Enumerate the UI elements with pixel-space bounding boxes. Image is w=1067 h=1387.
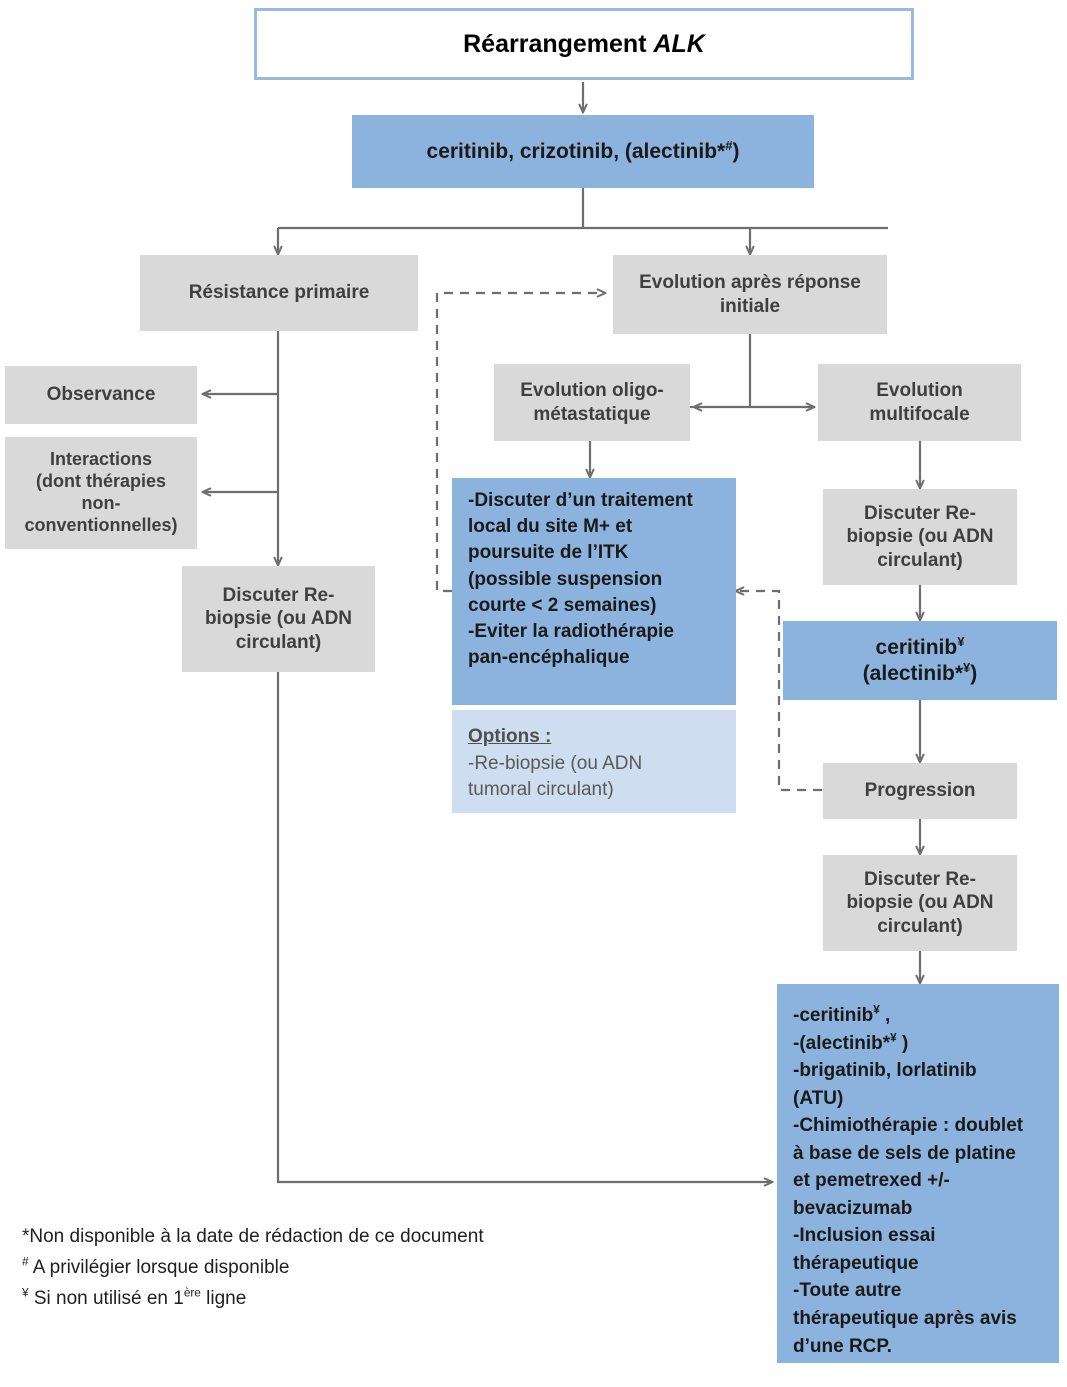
options-title: Options : (468, 726, 552, 747)
footnote-hash: # A privilégier lorsque disponible (22, 1255, 290, 1278)
later-line-option-item: bevacizumab (793, 1197, 913, 1219)
later-line-option-item: thérapeutique après avis (793, 1308, 1017, 1330)
later-line-option-item: à base de sels de platine (793, 1142, 1016, 1164)
later-line-option-item: -Toute autre (793, 1280, 902, 1302)
later-line-options-list: -ceritinib¥ , -(alectinib*¥ ) -brigatinib,… (793, 1002, 1023, 1360)
node-progression: Progression (823, 763, 1017, 819)
node-rebiopsy-after-progression: Discuter Re- biopsie (ou ADN circulant) (823, 855, 1017, 951)
later-line-option-item: -brigatinib, lorlatinib (793, 1060, 977, 1082)
page-title: Réarrangement ALK (463, 29, 705, 58)
second-line-tki-line1: ceritinib¥ (875, 633, 965, 659)
node-title-alk-rearrangement: Réarrangement ALK (254, 8, 914, 80)
later-line-option-item: d’une RCP. (793, 1335, 892, 1357)
node-oligometastatic-options: Options : -Re-biopsie (ou ADN tumoral ci… (452, 710, 736, 813)
later-line-option-item: thérapeutique (793, 1252, 919, 1274)
later-line-option-item: -(alectinib*¥ ) (793, 1031, 909, 1054)
rebiopsy-left-label: Discuter Re- biopsie (ou ADN circulant) (204, 585, 353, 653)
later-line-option-item: -Inclusion essai (793, 1225, 936, 1247)
oligometastatic-management-label: -Discuter d’un traitement local du site … (468, 490, 693, 669)
interactions-label: Interactions (dont thérapies non- conven… (24, 449, 178, 535)
options-label: -Re-biopsie (ou ADN tumoral circulant) (468, 752, 643, 801)
node-interactions: Interactions (dont thérapies non- conven… (5, 437, 197, 549)
node-second-line-tki: ceritinib¥ (alectinib*¥) (783, 621, 1057, 700)
later-line-option-item: -ceritinib¥ , (793, 1003, 891, 1026)
first-line-treatment-label: ceritinib, crizotinib, (alectinib*#) (426, 137, 740, 163)
node-later-line-options: -ceritinib¥ , -(alectinib*¥ ) -brigatinib,… (777, 984, 1059, 1363)
node-oligometastatic-evolution: Evolution oligo- métastatique (494, 364, 690, 441)
evolution-after-initial-response-label: Evolution après réponse initiale (639, 272, 861, 317)
footnotes: *Non disponible à la date de rédaction d… (22, 1222, 642, 1314)
multifocal-evolution-label: Evolution multifocale (869, 380, 970, 425)
node-observance: Observance (5, 366, 197, 424)
node-evolution-after-initial-response: Evolution après réponse initiale (613, 255, 887, 334)
later-line-option-item: (ATU) (793, 1087, 844, 1109)
observance-label: Observance (46, 384, 156, 406)
node-primary-resistance: Résistance primaire (140, 255, 418, 331)
primary-resistance-label: Résistance primaire (188, 282, 370, 304)
footnote-star: *Non disponible à la date de rédaction d… (22, 1226, 484, 1247)
node-rebiopsy-left: Discuter Re- biopsie (ou ADN circulant) (182, 566, 375, 672)
footnote-yen: ¥ Si non utilisé en 1ère ligne (22, 1286, 247, 1309)
rebiopsy-multifocal-label: Discuter Re- biopsie (ou ADN circulant) (846, 503, 994, 571)
second-line-tki-line2: (alectinib*¥) (862, 659, 978, 685)
oligometastatic-evolution-label: Evolution oligo- métastatique (520, 380, 664, 425)
node-first-line-treatment: ceritinib, crizotinib, (alectinib*#) (352, 115, 814, 188)
rebiopsy-after-progression-label: Discuter Re- biopsie (ou ADN circulant) (846, 869, 994, 937)
later-line-option-item: -Chimiothérapie : doublet (793, 1115, 1024, 1137)
later-line-option-item: et pemetrexed +/- (793, 1170, 950, 1192)
node-multifocal-evolution: Evolution multifocale (818, 364, 1021, 441)
node-oligometastatic-management: -Discuter d’un traitement local du site … (452, 478, 736, 705)
progression-label: Progression (864, 780, 976, 802)
node-rebiopsy-multifocal: Discuter Re- biopsie (ou ADN circulant) (823, 489, 1017, 585)
